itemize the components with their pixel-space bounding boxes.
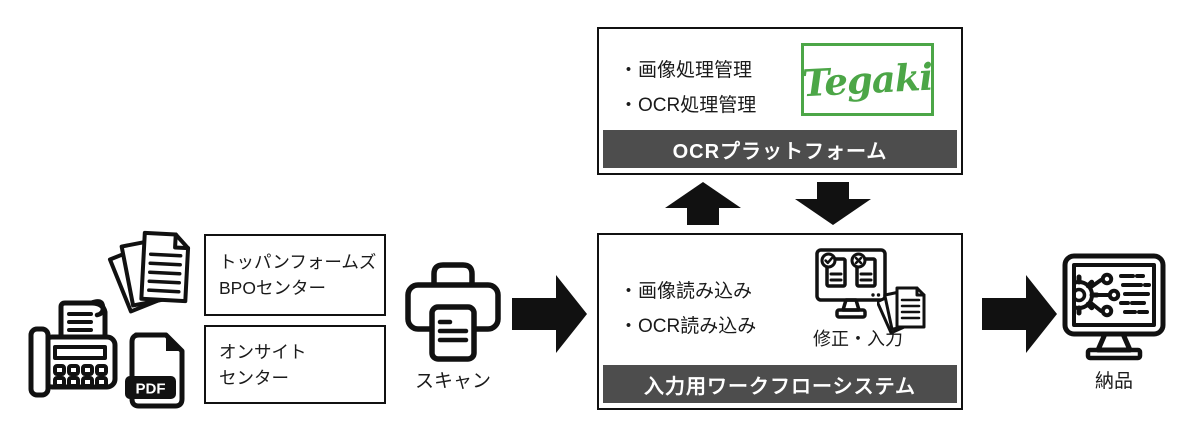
- tegaki-logo-text: Tegaki: [801, 54, 934, 105]
- bullet-ocr-import: ・OCR読み込み: [619, 316, 757, 337]
- scanner-printer-icon: [405, 262, 501, 362]
- workflow-bullets: ・画像読み込み ・OCR読み込み: [619, 274, 756, 344]
- pdf-label: PDF: [136, 381, 166, 398]
- fax-machine-icon: [28, 299, 118, 398]
- arrow-workflow-to-platform-icon: [665, 182, 741, 225]
- documents-stack-icon: [107, 230, 191, 314]
- bullet-ocr-processing: ・OCR処理管理: [619, 95, 757, 116]
- bullet-image-processing: ・画像処理管理: [619, 60, 753, 81]
- scan-label: スキャン: [414, 371, 491, 392]
- arrow-scan-to-workflow-icon: [512, 275, 587, 353]
- gear-network-icon: [1076, 272, 1151, 318]
- ocr-platform-band: OCRプラットフォーム: [603, 130, 957, 168]
- papers-stack-icon: [877, 286, 926, 335]
- workflow-band: 入力用ワークフローシステム: [603, 365, 957, 403]
- bpo-center-line2: BPOセンター: [219, 278, 326, 298]
- onsite-center-line2: センター: [219, 367, 289, 388]
- bpo-center-line1: トッパンフォームズ: [219, 252, 377, 272]
- delivery-label: 納品: [1094, 371, 1133, 392]
- ocr-platform-box: ・画像処理管理 ・OCR処理管理 Tegaki OCRプラットフォーム: [597, 27, 963, 175]
- onsite-center-box: オンサイト センター: [204, 325, 386, 404]
- delivery-monitor-icon: [1062, 253, 1166, 361]
- arrow-platform-to-workflow-icon: [795, 182, 871, 225]
- bpo-center-box: トッパンフォームズ BPOセンター: [204, 234, 386, 316]
- onsite-center-line1: オンサイト: [219, 341, 307, 362]
- arrow-workflow-to-delivery-icon: [982, 275, 1057, 353]
- correction-input-label: 修正・入力: [813, 329, 903, 349]
- bullet-image-import: ・画像読み込み: [619, 281, 753, 302]
- pdf-band: [125, 376, 176, 399]
- workflow-box: ・画像読み込み ・OCR読み込み: [597, 233, 963, 410]
- tegaki-logo: Tegaki: [801, 43, 934, 116]
- pdf-file-icon: PDF: [125, 332, 185, 409]
- monitor-checklist-icon: [815, 248, 887, 319]
- ocr-platform-bullets: ・画像処理管理 ・OCR処理管理: [619, 53, 756, 123]
